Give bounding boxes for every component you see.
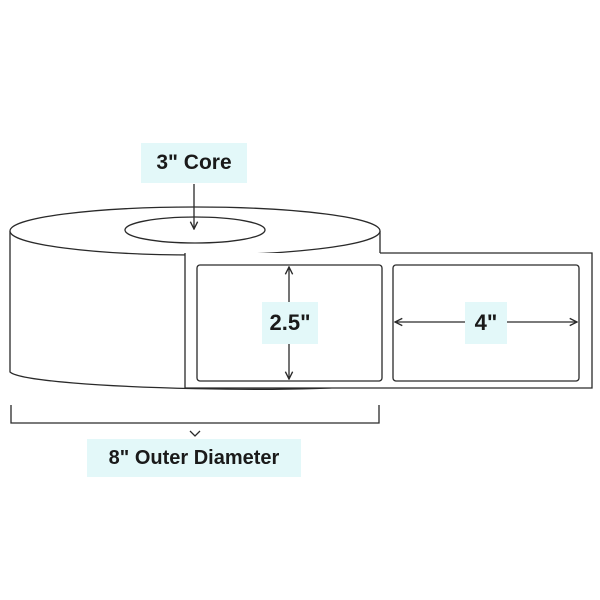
roll-core-hole bbox=[124, 216, 266, 244]
label-height-label: 2.5" bbox=[262, 302, 318, 344]
outer-diameter-bracket bbox=[10, 405, 380, 424]
chevron-down-icon bbox=[189, 430, 201, 437]
outer-diameter-label: 8" Outer Diameter bbox=[87, 439, 301, 477]
label-width-label: 4" bbox=[465, 302, 507, 344]
core-size-label: 3" Core bbox=[141, 143, 247, 183]
